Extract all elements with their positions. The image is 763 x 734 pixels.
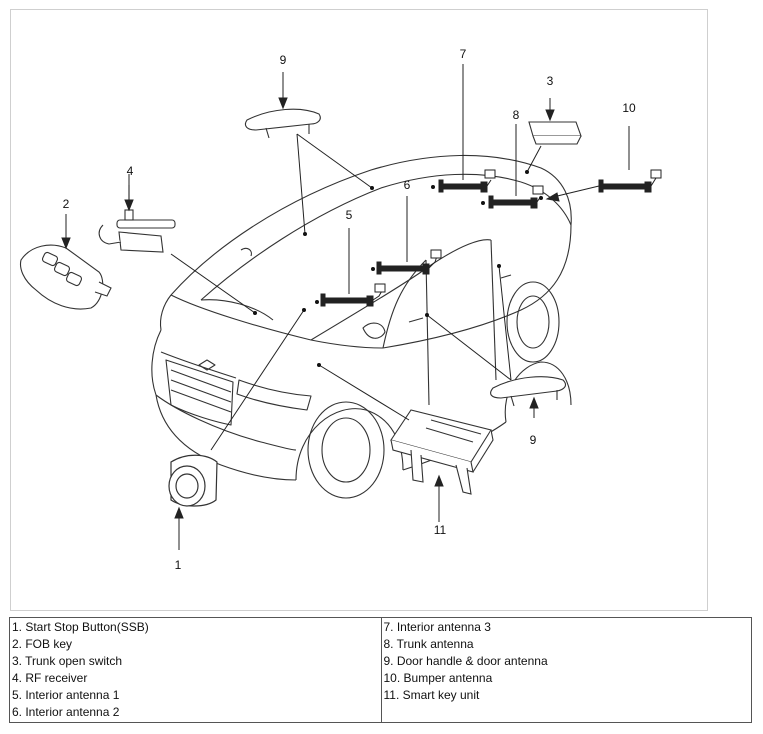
bumper-antenna-drawing: [598, 169, 662, 193]
callout-1: 1: [174, 558, 182, 572]
legend-column-left: 1. Start Stop Button(SSB) 2. FOB key 3. …: [10, 618, 381, 722]
door-handle-antenna-bottom-drawing: [490, 376, 566, 407]
callout-3: 3: [546, 74, 554, 88]
component-location-diagram: 1 2 3 4 5 6 7 8 9 9 10 11: [10, 9, 708, 611]
callout-8: 8: [512, 108, 520, 122]
legend-item: 8. Trunk antenna: [383, 637, 474, 651]
callout-10: 10: [622, 101, 636, 115]
antenna-drawings: [320, 169, 662, 307]
callout-9-bottom: 9: [529, 433, 537, 447]
leader-lines: [61, 64, 630, 550]
legend-item: 7. Interior antenna 3: [383, 620, 491, 634]
callout-5: 5: [345, 208, 353, 222]
callout-11: 11: [433, 523, 447, 537]
interior-antenna-1-drawing: [320, 283, 386, 307]
trunk-open-switch-drawing: [528, 121, 582, 145]
interior-antenna-2-drawing: [376, 249, 442, 275]
callout-2: 2: [62, 197, 70, 211]
callout-6: 6: [403, 178, 411, 192]
legend-item: 10. Bumper antenna: [383, 671, 493, 685]
car-illustration: [151, 154, 572, 499]
fob-key-drawing: [19, 244, 112, 310]
diagram-drawing: [19, 64, 662, 550]
callout-7: 7: [459, 47, 467, 61]
legend-table: 1. Start Stop Button(SSB) 2. FOB key 3. …: [9, 617, 752, 723]
legend-item: 9. Door handle & door antenna: [383, 654, 548, 668]
interior-antenna-3-drawing: [438, 169, 496, 193]
trunk-antenna-drawing: [488, 185, 544, 209]
smart-key-unit-drawing: [390, 409, 494, 495]
legend-item: 2. FOB key: [12, 637, 73, 651]
legend-item: 4. RF receiver: [12, 671, 88, 685]
legend-item: 3. Trunk open switch: [12, 654, 123, 668]
legend-item: 6. Interior antenna 2: [12, 705, 120, 719]
start-stop-button-drawing: [168, 454, 218, 507]
legend-item: 1. Start Stop Button(SSB): [12, 620, 149, 634]
legend-item: 11. Smart key unit: [383, 688, 480, 702]
legend-column-right: 7. Interior antenna 3 8. Trunk antenna 9…: [380, 618, 752, 722]
mount-point-dots: [253, 170, 543, 367]
legend-item: 5. Interior antenna 1: [12, 688, 120, 702]
callout-4: 4: [126, 164, 134, 178]
door-handle-antenna-top-drawing: [244, 108, 321, 139]
callout-9-top: 9: [279, 53, 287, 67]
rf-receiver-drawing: [98, 185, 176, 253]
